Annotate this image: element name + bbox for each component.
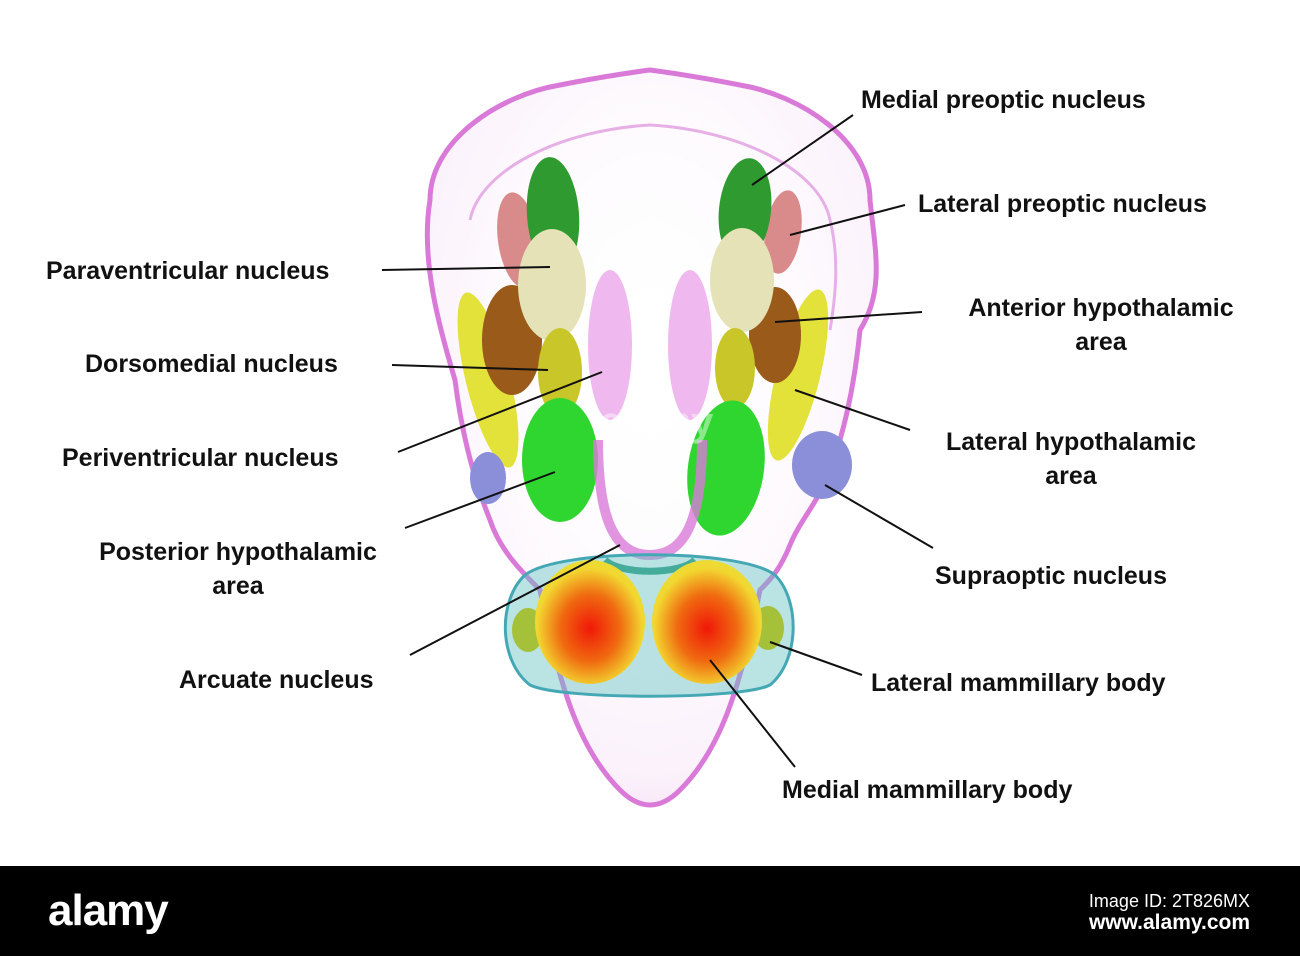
inner-outline bbox=[468, 123, 838, 331]
leader-lateral-preoptic bbox=[789, 204, 906, 236]
paraventricular-left bbox=[518, 229, 586, 341]
leader-medial-preoptic bbox=[751, 114, 854, 186]
hypothalamus-illustration bbox=[381, 67, 934, 808]
leader-periventricular bbox=[397, 371, 603, 453]
watermark: alamy bbox=[600, 400, 714, 444]
leader-supraoptic bbox=[824, 484, 934, 549]
label-paraventricular: Paraventricular nucleus bbox=[46, 257, 330, 285]
leader-posterior-hypothalamic bbox=[404, 471, 556, 529]
label-lateral-preoptic: Lateral preoptic nucleus bbox=[918, 190, 1207, 218]
label-anterior-hypothalamic: Anterior hypothalamic area bbox=[945, 291, 1257, 359]
supraoptic-right bbox=[792, 431, 852, 499]
lateral-preoptic-right bbox=[764, 190, 802, 274]
posterior-hypothalamic-left bbox=[522, 398, 598, 522]
label-lateral-hypothalamic-line2: area bbox=[1045, 462, 1097, 490]
label-lateral-hypothalamic: Lateral hypothalamic area bbox=[925, 425, 1217, 493]
leader-lateral-hypothalamic bbox=[794, 389, 911, 431]
label-lateral-hypothalamic-line1: Lateral hypothalamic bbox=[945, 428, 1197, 456]
stock-credit: Image ID: 2T826MX www.alamy.com bbox=[1089, 890, 1250, 934]
periventricular-right bbox=[668, 270, 712, 420]
dorsomedial-right bbox=[715, 328, 755, 408]
label-posterior-hypothalamic: Posterior hypothalamic area bbox=[76, 535, 400, 603]
posterior-hypothalamic-right bbox=[687, 400, 765, 536]
label-posterior-hypothalamic-line1: Posterior hypothalamic bbox=[99, 538, 377, 566]
paraventricular-right bbox=[710, 228, 774, 332]
diagram-canvas: Medial preoptic nucleus Lateral preoptic… bbox=[46, 67, 1257, 808]
stock-logo: alamy bbox=[48, 886, 169, 935]
medial-mammillary-right bbox=[652, 560, 762, 684]
leader-anterior-hypothalamic bbox=[774, 311, 923, 323]
leader-arcuate bbox=[409, 544, 621, 656]
label-lateral-mammillary: Lateral mammillary body bbox=[871, 669, 1166, 697]
supraoptic-left bbox=[470, 452, 506, 504]
stock-image-id: Image ID: 2T826MX bbox=[1088, 891, 1250, 911]
label-medial-preoptic: Medial preoptic nucleus bbox=[861, 86, 1146, 114]
label-supraoptic: Supraoptic nucleus bbox=[935, 562, 1167, 590]
leader-lateral-mammillary bbox=[769, 641, 863, 676]
label-anterior-hypothalamic-line1: Anterior hypothalamic bbox=[968, 294, 1234, 322]
label-periventricular: Periventricular nucleus bbox=[62, 444, 339, 472]
label-medial-mammillary: Medial mammillary body bbox=[782, 776, 1073, 804]
medial-mammillary-left bbox=[535, 560, 645, 684]
leader-paraventricular bbox=[381, 266, 551, 271]
leader-dorsomedial bbox=[391, 364, 549, 371]
leader-medial-mammillary bbox=[709, 659, 796, 768]
stock-url: www.alamy.com bbox=[1088, 911, 1250, 934]
leader-lines bbox=[381, 114, 934, 768]
label-anterior-hypothalamic-line2: area bbox=[1075, 328, 1127, 356]
label-arcuate: Arcuate nucleus bbox=[179, 666, 374, 694]
lateral-hypothalamic-left bbox=[457, 292, 519, 468]
label-dorsomedial: Dorsomedial nucleus bbox=[85, 350, 338, 378]
dorsomedial-left bbox=[538, 328, 582, 416]
lateral-hypothalamic-right bbox=[767, 289, 829, 461]
periventricular-left bbox=[588, 270, 632, 420]
stock-footer-bar bbox=[0, 866, 1300, 956]
label-posterior-hypothalamic-line2: area bbox=[212, 572, 264, 600]
